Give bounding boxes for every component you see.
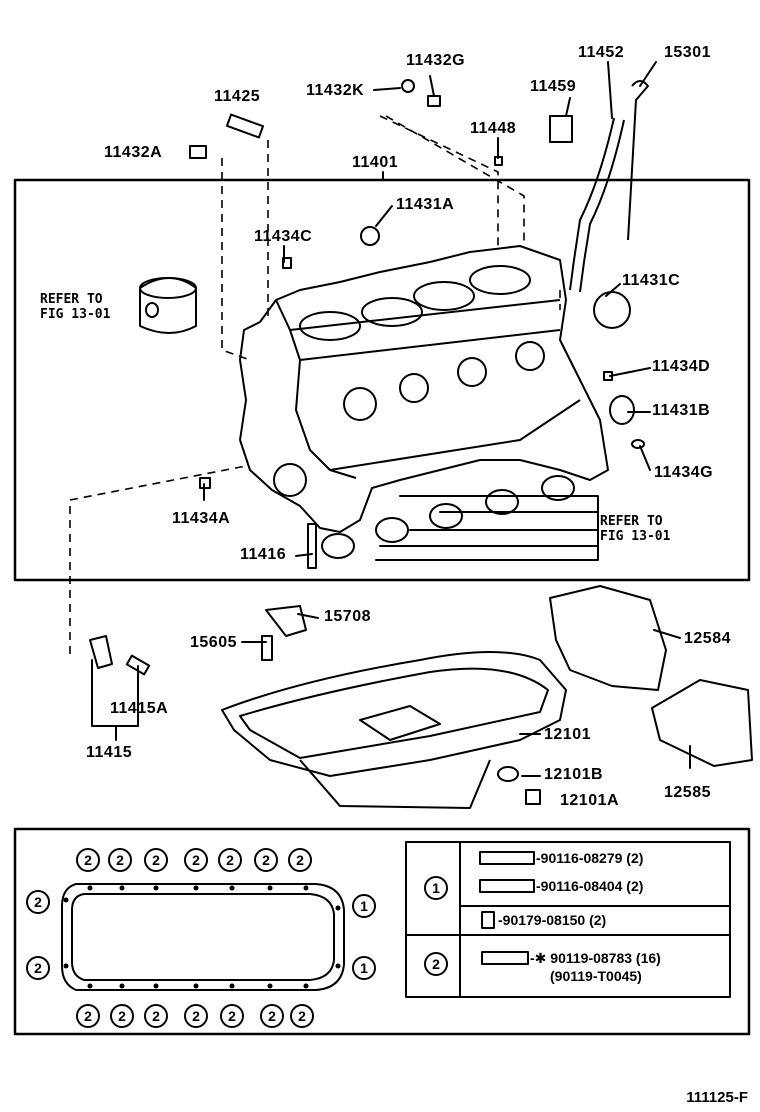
legend-marker-1: 1 — [424, 876, 448, 900]
marker-1-right-2: 1 — [352, 956, 376, 980]
label-11434A: 11434A — [172, 510, 231, 527]
label-15301: 15301 — [664, 44, 711, 61]
legend-part-90119-08783: -✱ 90119-08783 (16) — [530, 950, 661, 966]
label-11415A: 11415A — [110, 700, 169, 717]
marker-2-top-1: 2 — [76, 848, 100, 872]
marker-2-bottom-5: 2 — [220, 1004, 244, 1028]
oil-pan-outline — [221, 651, 567, 777]
label-11416: 11416 — [240, 546, 287, 563]
label-11434G: 11434G — [654, 464, 714, 481]
figure-code: 111125-F — [686, 1089, 748, 1106]
marker-2-left-1: 2 — [26, 890, 50, 914]
label-11434C: 11434C — [254, 228, 313, 245]
label-12101: 12101 — [544, 726, 591, 743]
label-12101B: 12101B — [544, 766, 604, 783]
marker-2-top-7: 2 — [288, 848, 312, 872]
refer-note-piston: REFER TO FIG 13-01 — [40, 292, 111, 322]
legend-part-90179-08150: -90179-08150 (2) — [498, 912, 607, 928]
fastener-legend-box — [405, 841, 731, 998]
oil-pan-gasket — [61, 883, 345, 991]
dipstick-tube — [569, 117, 615, 291]
label-11432G: 11432G — [406, 52, 466, 69]
marker-2-top-2: 2 — [108, 848, 132, 872]
marker-2-left-2: 2 — [26, 956, 50, 980]
dipstick — [627, 80, 649, 241]
legend-part-90116-08404: -90116-08404 (2) — [536, 878, 644, 894]
label-15605: 15605 — [190, 634, 237, 651]
marker-2-bottom-3: 2 — [144, 1004, 168, 1028]
refer-note-bearing: REFER TO FIG 13-01 — [600, 514, 671, 544]
marker-2-top-6: 2 — [254, 848, 278, 872]
label-11452: 11452 — [578, 44, 625, 61]
legend-part-90116-08279: -90116-08279 (2) — [536, 850, 644, 866]
label-11432K: 11432K — [306, 82, 365, 99]
marker-2-top-5: 2 — [218, 848, 242, 872]
legend-part-90119-T0045: (90119-T0045) — [550, 968, 642, 984]
label-12585: 12585 — [664, 784, 711, 801]
label-11431A: 11431A — [396, 196, 455, 213]
marker-2-bottom-1: 2 — [76, 1004, 100, 1028]
marker-2-bottom-4: 2 — [184, 1004, 208, 1028]
label-11401: 11401 — [352, 154, 399, 171]
label-11432A: 11432A — [104, 144, 163, 161]
legend-marker-2: 2 — [424, 952, 448, 976]
marker-2-top-4: 2 — [184, 848, 208, 872]
marker-1-right-1: 1 — [352, 894, 376, 918]
label-11415: 11415 — [86, 744, 133, 761]
marker-2-bottom-7: 2 — [290, 1004, 314, 1028]
label-12584: 12584 — [684, 630, 731, 647]
label-15708: 15708 — [324, 608, 371, 625]
label-11431C: 11431C — [622, 272, 681, 289]
label-11459: 11459 — [530, 78, 577, 95]
gasket-legend-frame — [13, 827, 751, 1036]
label-11431B: 11431B — [652, 402, 711, 419]
label-11448: 11448 — [470, 120, 517, 137]
marker-2-bottom-2: 2 — [110, 1004, 134, 1028]
baffle-plate — [549, 585, 667, 691]
marker-2-bottom-6: 2 — [260, 1004, 284, 1028]
label-11434D: 11434D — [652, 358, 711, 375]
cylinder-block-outline — [239, 245, 609, 533]
label-12101A: 12101A — [560, 792, 620, 809]
label-11425: 11425 — [214, 88, 261, 105]
marker-2-top-3: 2 — [144, 848, 168, 872]
stiffening-plate — [651, 679, 753, 767]
